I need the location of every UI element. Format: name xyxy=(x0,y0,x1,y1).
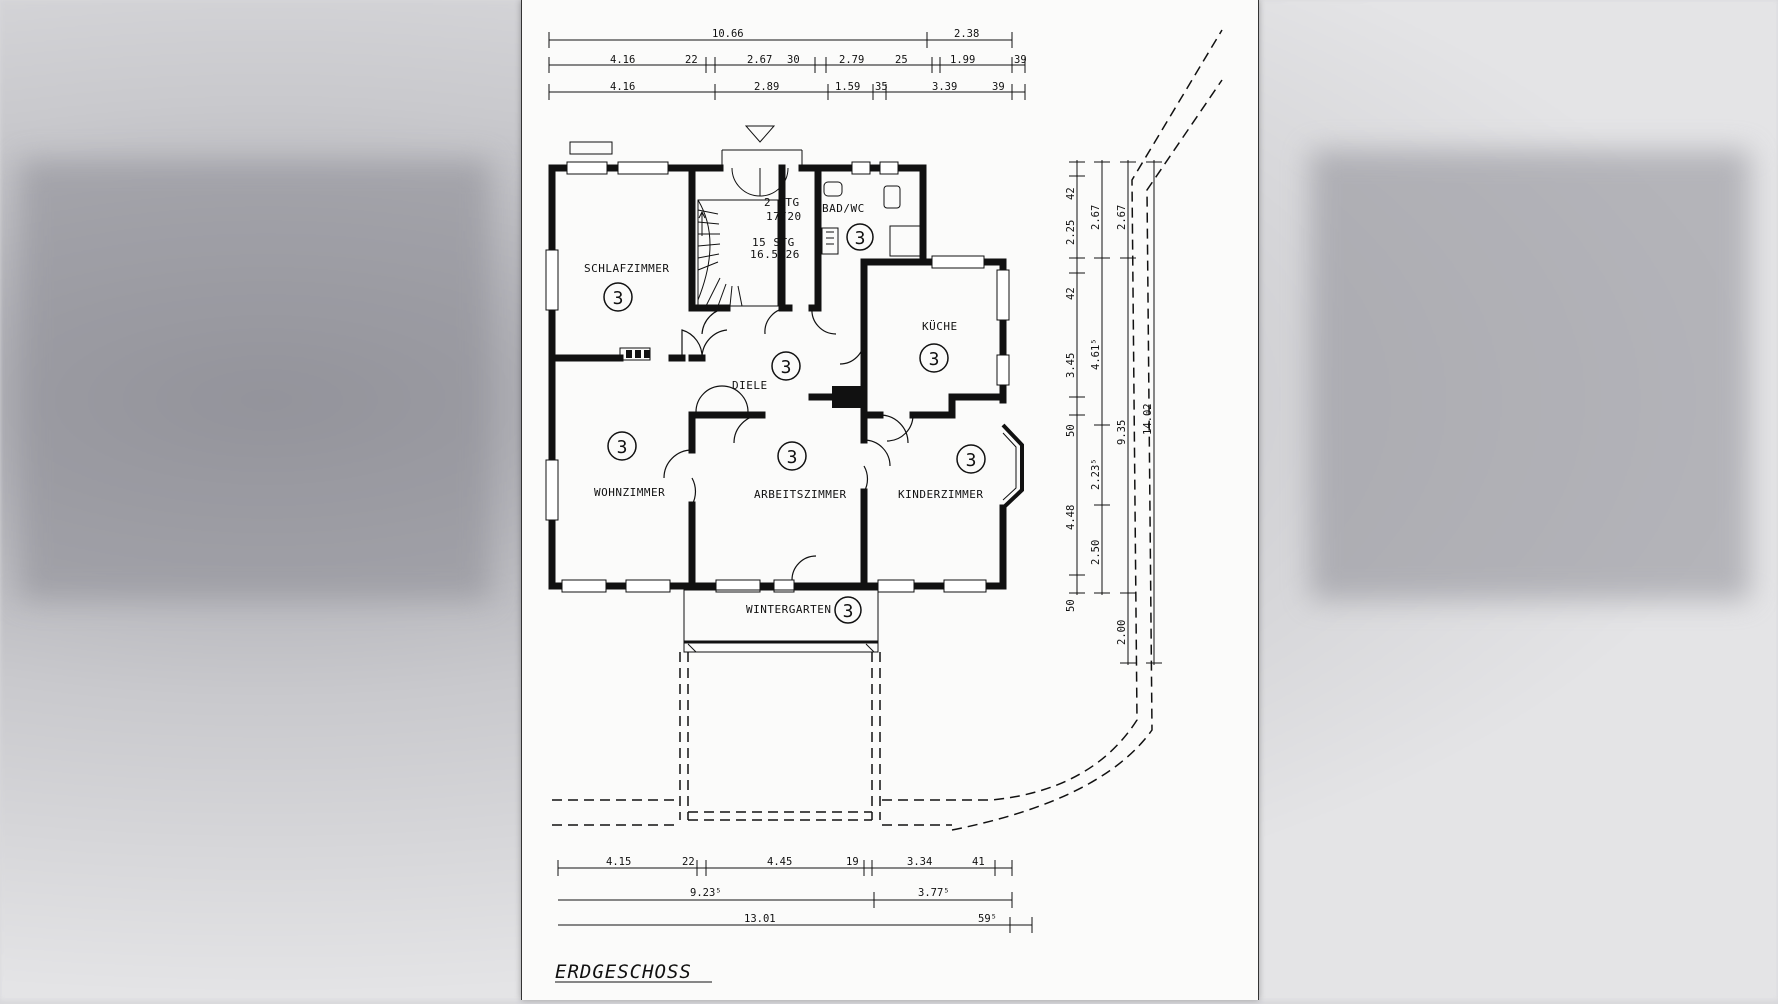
marker-wohnzimmer: 3 xyxy=(607,431,637,461)
svg-text:3: 3 xyxy=(929,349,940,370)
room-label-kinderzimmer: KINDERZIMMER xyxy=(898,488,983,501)
dim-bottom-1-1: 22 xyxy=(682,856,695,868)
svg-text:3: 3 xyxy=(966,450,977,471)
marker-kueche: 3 xyxy=(919,343,949,373)
dim-right-1-1: 2.25 xyxy=(1065,220,1077,245)
windows xyxy=(545,161,1010,593)
bay-window xyxy=(1001,423,1024,510)
right-dimension-lines xyxy=(1069,160,1162,665)
room-label-bad: BAD/WC xyxy=(822,202,865,215)
dim-top-2-7: 39 xyxy=(1014,54,1027,66)
marker-diele: 3 xyxy=(771,351,801,381)
dim-right-2-0: 2.67 xyxy=(1090,205,1102,230)
dim-right-4-0: 14.02 xyxy=(1142,403,1154,435)
chimney-block xyxy=(832,386,866,408)
stair-label-1: 17/20 xyxy=(766,210,802,223)
dim-top-2-1: 22 xyxy=(685,54,698,66)
floor-plan: 10.66 2.38 4.16 22 2.67 30 2.79 25 1.99 … xyxy=(545,28,1223,983)
dim-right-2-3: 2.50 xyxy=(1090,540,1102,565)
dim-top-2-0: 4.16 xyxy=(610,54,635,66)
room-label-wohnzimmer: WOHNZIMMER xyxy=(594,486,665,499)
dim-top-3-0: 4.16 xyxy=(610,81,635,93)
stair-label-0: 2 STG xyxy=(764,196,800,209)
dim-right-1-3: 3.45 xyxy=(1065,353,1077,378)
bottom-dimension-labels: 4.15 22 4.45 19 3.34 41 9.23⁵ 3.77⁵ 13.0… xyxy=(606,856,997,925)
staircase xyxy=(697,199,779,307)
dim-bottom-1-3: 19 xyxy=(846,856,859,868)
marker-wintergarten: 3 xyxy=(834,596,862,624)
stair-label-3: 16.5/26 xyxy=(750,248,800,261)
dim-right-2-2: 2.23⁵ xyxy=(1090,458,1102,490)
dim-bottom-3-1: 59⁵ xyxy=(978,913,997,925)
floor-plan-sheet: 10.66 2.38 4.16 22 2.67 30 2.79 25 1.99 … xyxy=(521,0,1259,1000)
stair-labels: 2 STG 17/20 15 STG 16.5/26 xyxy=(750,196,802,261)
marker-kinderzimmer: 3 xyxy=(956,444,986,474)
svg-text:3: 3 xyxy=(613,288,624,309)
svg-text:3: 3 xyxy=(855,228,866,249)
dim-bottom-2-1: 3.77⁵ xyxy=(918,887,950,899)
dim-right-3-2: 2.00 xyxy=(1116,620,1128,645)
dim-right-1-0: 42 xyxy=(1065,187,1077,200)
dim-top-1-0: 10.66 xyxy=(712,28,744,40)
doors xyxy=(663,307,914,581)
right-dimension-labels: 42 2.25 42 3.45 50 4.48 50 2.67 4.61⁵ 2.… xyxy=(1065,187,1154,645)
dim-top-3-2: 1.59 xyxy=(835,81,860,93)
dim-top-2-3: 30 xyxy=(787,54,800,66)
dim-bottom-1-5: 41 xyxy=(972,856,985,868)
dim-top-2-2: 2.67 xyxy=(747,54,772,66)
dim-top-2-6: 1.99 xyxy=(950,54,975,66)
bottom-dimension-lines xyxy=(557,860,1033,933)
dim-top-1-1: 2.38 xyxy=(954,28,979,40)
dim-right-1-5: 4.48 xyxy=(1065,505,1077,530)
stair-label-2: 15 STG xyxy=(752,236,795,249)
dim-top-3-4: 3.39 xyxy=(932,81,957,93)
dim-right-3-1: 9.35 xyxy=(1116,420,1128,445)
marker-schlafzimmer: 3 xyxy=(603,282,633,312)
svg-text:3: 3 xyxy=(781,357,792,378)
room-label-kueche: KÜCHE xyxy=(922,320,958,333)
marker-arbeitszimmer: 3 xyxy=(777,441,807,471)
dim-bottom-1-4: 3.34 xyxy=(907,856,932,868)
svg-text:3: 3 xyxy=(787,447,798,468)
bathroom-fixtures xyxy=(821,181,923,257)
top-dimension-labels: 10.66 2.38 4.16 22 2.67 30 2.79 25 1.99 … xyxy=(610,28,1027,93)
top-dimension-lines xyxy=(548,32,1026,100)
dim-bottom-1-0: 4.15 xyxy=(606,856,631,868)
dim-right-1-2: 42 xyxy=(1065,287,1077,300)
dim-right-2-1: 4.61⁵ xyxy=(1090,338,1102,370)
room-label-arbeitszimmer: ARBEITSZIMMER xyxy=(754,488,847,501)
plan-title: ERDGESCHOSS xyxy=(555,961,692,983)
svg-text:3: 3 xyxy=(843,601,854,622)
dim-bottom-3-0: 13.01 xyxy=(744,913,776,925)
dim-top-3-1: 2.89 xyxy=(754,81,779,93)
svg-text:3: 3 xyxy=(617,437,628,458)
room-label-wintergarten: WINTERGARTEN xyxy=(746,603,831,616)
entrance xyxy=(721,125,803,197)
room-labels: SCHLAFZIMMER WOHNZIMMER DIELE BAD/WC KÜC… xyxy=(584,202,983,616)
dim-right-3-0: 2.67 xyxy=(1116,205,1128,230)
dashed-outlines xyxy=(552,29,1223,831)
dim-top-2-4: 2.79 xyxy=(839,54,864,66)
dim-top-2-5: 25 xyxy=(895,54,908,66)
room-label-diele: DIELE xyxy=(732,379,768,392)
dim-bottom-2-0: 9.23⁵ xyxy=(690,887,722,899)
background-shape xyxy=(20,160,490,600)
dim-top-3-5: 39 xyxy=(992,81,1005,93)
wintergarten-outline xyxy=(683,589,879,653)
marker-bad: 3 xyxy=(846,223,874,251)
dim-right-1-6: 50 xyxy=(1065,599,1077,612)
background-shape xyxy=(1310,150,1750,600)
dim-right-1-4: 50 xyxy=(1065,424,1077,437)
dim-bottom-1-2: 4.45 xyxy=(767,856,792,868)
dim-top-3-3: 35 xyxy=(875,81,888,93)
room-label-schlafzimmer: SCHLAFZIMMER xyxy=(584,262,669,275)
room-markers: 3 3 3 3 3 3 3 3 xyxy=(603,223,986,624)
